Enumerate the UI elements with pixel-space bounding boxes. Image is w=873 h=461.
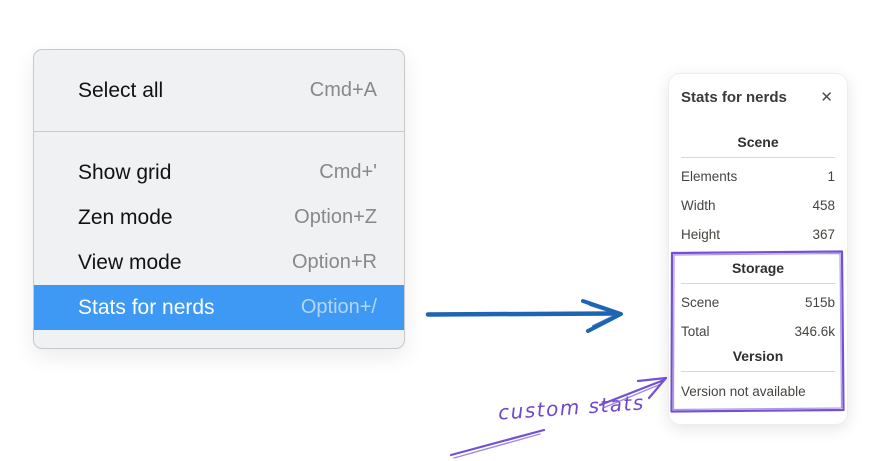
stat-row-total-size: Total 346.6k bbox=[681, 317, 835, 346]
menu-item-label: Select all bbox=[78, 78, 164, 102]
menu-separator bbox=[34, 131, 404, 132]
stat-row-height: Height 367 bbox=[681, 220, 835, 249]
stats-panel-title: Stats for nerds bbox=[681, 88, 787, 106]
stat-value: 1 bbox=[827, 169, 835, 184]
menu-item-label: Stats for nerds bbox=[78, 295, 215, 319]
divider bbox=[681, 283, 835, 284]
menu-item-show-grid[interactable]: Show grid Cmd+' bbox=[34, 150, 404, 195]
stat-label: Scene bbox=[681, 295, 720, 310]
stat-label: Total bbox=[681, 324, 710, 339]
stats-panel-header: Stats for nerds ✕ bbox=[681, 86, 835, 108]
context-menu-section-top: Select all Cmd+A bbox=[34, 50, 404, 131]
menu-item-shortcut: Cmd+' bbox=[319, 161, 377, 183]
annotation-stroke-icon bbox=[449, 428, 546, 459]
stat-value: 367 bbox=[812, 227, 835, 242]
stat-label: Elements bbox=[681, 169, 738, 184]
stat-value: 458 bbox=[812, 198, 835, 213]
stat-row-width: Width 458 bbox=[681, 191, 835, 220]
menu-item-shortcut: Cmd+A bbox=[309, 79, 377, 101]
context-menu: Select all Cmd+A Show grid Cmd+' Zen mod… bbox=[33, 49, 405, 349]
divider bbox=[681, 371, 835, 372]
stat-row-elements: Elements 1 bbox=[681, 162, 835, 191]
menu-item-zen-mode[interactable]: Zen mode Option+Z bbox=[34, 195, 404, 240]
menu-item-shortcut: Option+R bbox=[291, 251, 377, 273]
menu-item-label: View mode bbox=[78, 250, 182, 274]
stat-value: 515b bbox=[804, 295, 835, 310]
menu-item-shortcut: Option+/ bbox=[300, 296, 377, 318]
version-section-heading: Version bbox=[732, 348, 784, 364]
close-icon[interactable]: ✕ bbox=[820, 88, 833, 106]
stats-panel: Stats for nerds ✕ Scene Elements 1 Width… bbox=[668, 73, 848, 425]
context-menu-section-bottom: Show grid Cmd+' Zen mode Option+Z View m… bbox=[34, 132, 404, 348]
stat-label: Width bbox=[681, 198, 716, 213]
menu-item-stats-for-nerds[interactable]: Stats for nerds Option+/ bbox=[34, 285, 404, 330]
menu-item-view-mode[interactable]: View mode Option+R bbox=[34, 240, 404, 285]
menu-item-select-all[interactable]: Select all Cmd+A bbox=[34, 68, 404, 113]
stat-value: 346.6k bbox=[794, 324, 835, 339]
stat-row-scene-size: Scene 515b bbox=[681, 288, 835, 317]
arrow-menu-to-panel-icon bbox=[425, 299, 623, 333]
stat-label: Height bbox=[681, 227, 721, 242]
menu-item-label: Show grid bbox=[78, 160, 172, 184]
storage-section-heading: Storage bbox=[731, 260, 785, 276]
scene-section-heading: Scene bbox=[737, 134, 779, 150]
menu-item-label: Zen mode bbox=[78, 205, 173, 229]
divider bbox=[681, 157, 835, 158]
menu-item-shortcut: Option+Z bbox=[294, 206, 377, 228]
annotation-label: custom stats bbox=[497, 390, 646, 425]
version-message: Version not available bbox=[681, 384, 806, 399]
